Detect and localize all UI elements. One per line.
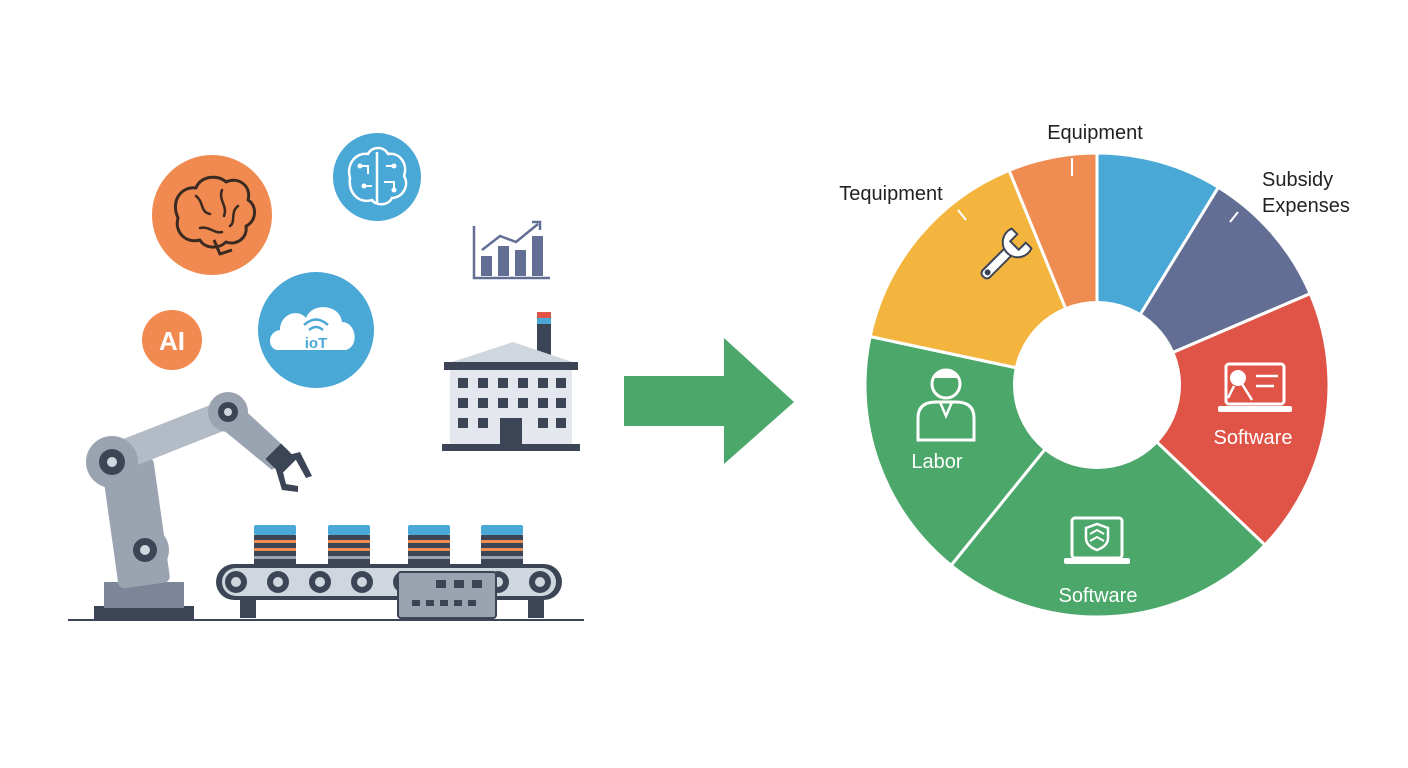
iot-badge-label: ioT: [305, 335, 328, 352]
label-subsidy: Subsidy: [1262, 169, 1333, 191]
laptop-icon: [1064, 516, 1130, 564]
wrench-icon: [980, 227, 1033, 280]
donut-hole: [1013, 301, 1181, 469]
ai-badge-icon: AI: [142, 310, 202, 370]
factory-icon: [442, 312, 580, 451]
label-labor: Labor: [911, 451, 962, 473]
worker-icon: [916, 368, 976, 442]
pie-slice-2: [1094, 291, 1331, 548]
label-equipment: Equipment: [1047, 122, 1143, 144]
label-software-right: Software: [1214, 427, 1293, 449]
label-tequipment: Tequipment: [839, 183, 943, 205]
ai-badge-label: AI: [159, 326, 185, 356]
label-expenses: Expenses: [1262, 195, 1350, 217]
software-monitor-icon: [1218, 362, 1292, 412]
pie-slice-3: [948, 382, 1268, 619]
conveyor-icon: [68, 525, 584, 621]
brain-icon: [152, 155, 272, 275]
robot-arm-icon: [86, 392, 312, 620]
arrow-right-icon: [624, 338, 794, 464]
label-software-bottom: Software: [1059, 585, 1138, 607]
growth-chart-icon: [472, 220, 550, 280]
iot-cloud-icon: ioT: [258, 272, 374, 388]
brain-circuit-icon: [333, 133, 421, 221]
leader-ticks: [957, 158, 1239, 223]
